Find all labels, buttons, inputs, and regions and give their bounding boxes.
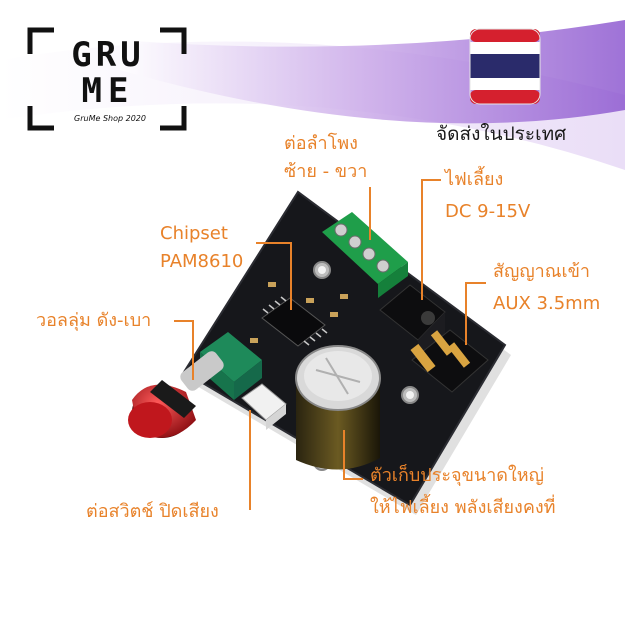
annotation-power-line2: DC 9-15V	[445, 201, 531, 222]
annotation-speaker: ต่อลำโพง ซ้าย - ขวา	[284, 130, 367, 186]
logo-line-1: GRU	[71, 35, 145, 75]
speaker-terminal	[322, 212, 408, 298]
annotation-power: ไฟเลี้ยง DC 9-15V	[445, 166, 530, 226]
annotation-lines	[174, 179, 486, 510]
leader-capacitor	[343, 430, 363, 480]
annotation-volume: วอลลุ่ม ดัง-เบา	[36, 307, 151, 335]
amplifier-chip	[261, 296, 328, 347]
leader-aux	[465, 282, 486, 345]
leader-volume	[174, 320, 194, 380]
volume-knob	[128, 380, 196, 438]
annotation-aux: สัญญาณเข้า AUX 3.5mm	[493, 258, 600, 318]
logo-frame	[27, 27, 187, 131]
annotation-power-line1: ไฟเลี้ยง	[445, 169, 504, 190]
annotation-chipset-line2: PAM8610	[160, 251, 244, 272]
volume-potentiometer	[180, 332, 262, 400]
annotation-aux-line2: AUX 3.5mm	[493, 293, 601, 314]
annotation-chipset-line1: Chipset	[160, 223, 228, 244]
logo-line-2: ME	[81, 71, 135, 111]
annotation-mute: ต่อสวิตช์ ปิดเสียง	[86, 498, 219, 526]
background-swoosh	[120, 20, 625, 124]
logo: GRU ME	[44, 36, 172, 108]
annotation-mute-line1: ต่อสวิตช์ ปิดเสียง	[86, 501, 219, 522]
capacitor	[295, 345, 381, 470]
country-caption: จัดส่งในประเทศ	[436, 123, 567, 145]
leader-power	[421, 179, 441, 300]
mute-connector	[241, 383, 287, 430]
logo-tagline: GruMe Shop 2020	[74, 114, 146, 123]
annotation-volume-line1: วอลลุ่ม ดัง-เบา	[36, 310, 152, 331]
thailand-flag-icon	[469, 28, 541, 105]
annotation-capacitor-line2: ให้ไฟเลี้ยง พลังเสียงคงที่	[370, 497, 556, 518]
annotation-capacitor-line1: ตัวเก็บประจุขนาดใหญ่	[370, 465, 544, 486]
annotation-aux-line1: สัญญาณเข้า	[493, 261, 591, 282]
aux-jack	[410, 329, 489, 393]
annotation-capacitor: ตัวเก็บประจุขนาดใหญ่ ให้ไฟเลี้ยง พลังเสี…	[370, 462, 556, 522]
annotation-speaker-line1: ต่อลำโพง	[284, 133, 358, 154]
leader-chipset	[256, 242, 292, 310]
annotation-chipset: Chipset PAM8610	[160, 220, 243, 276]
annotation-speaker-line2: ซ้าย - ขวา	[284, 161, 368, 182]
